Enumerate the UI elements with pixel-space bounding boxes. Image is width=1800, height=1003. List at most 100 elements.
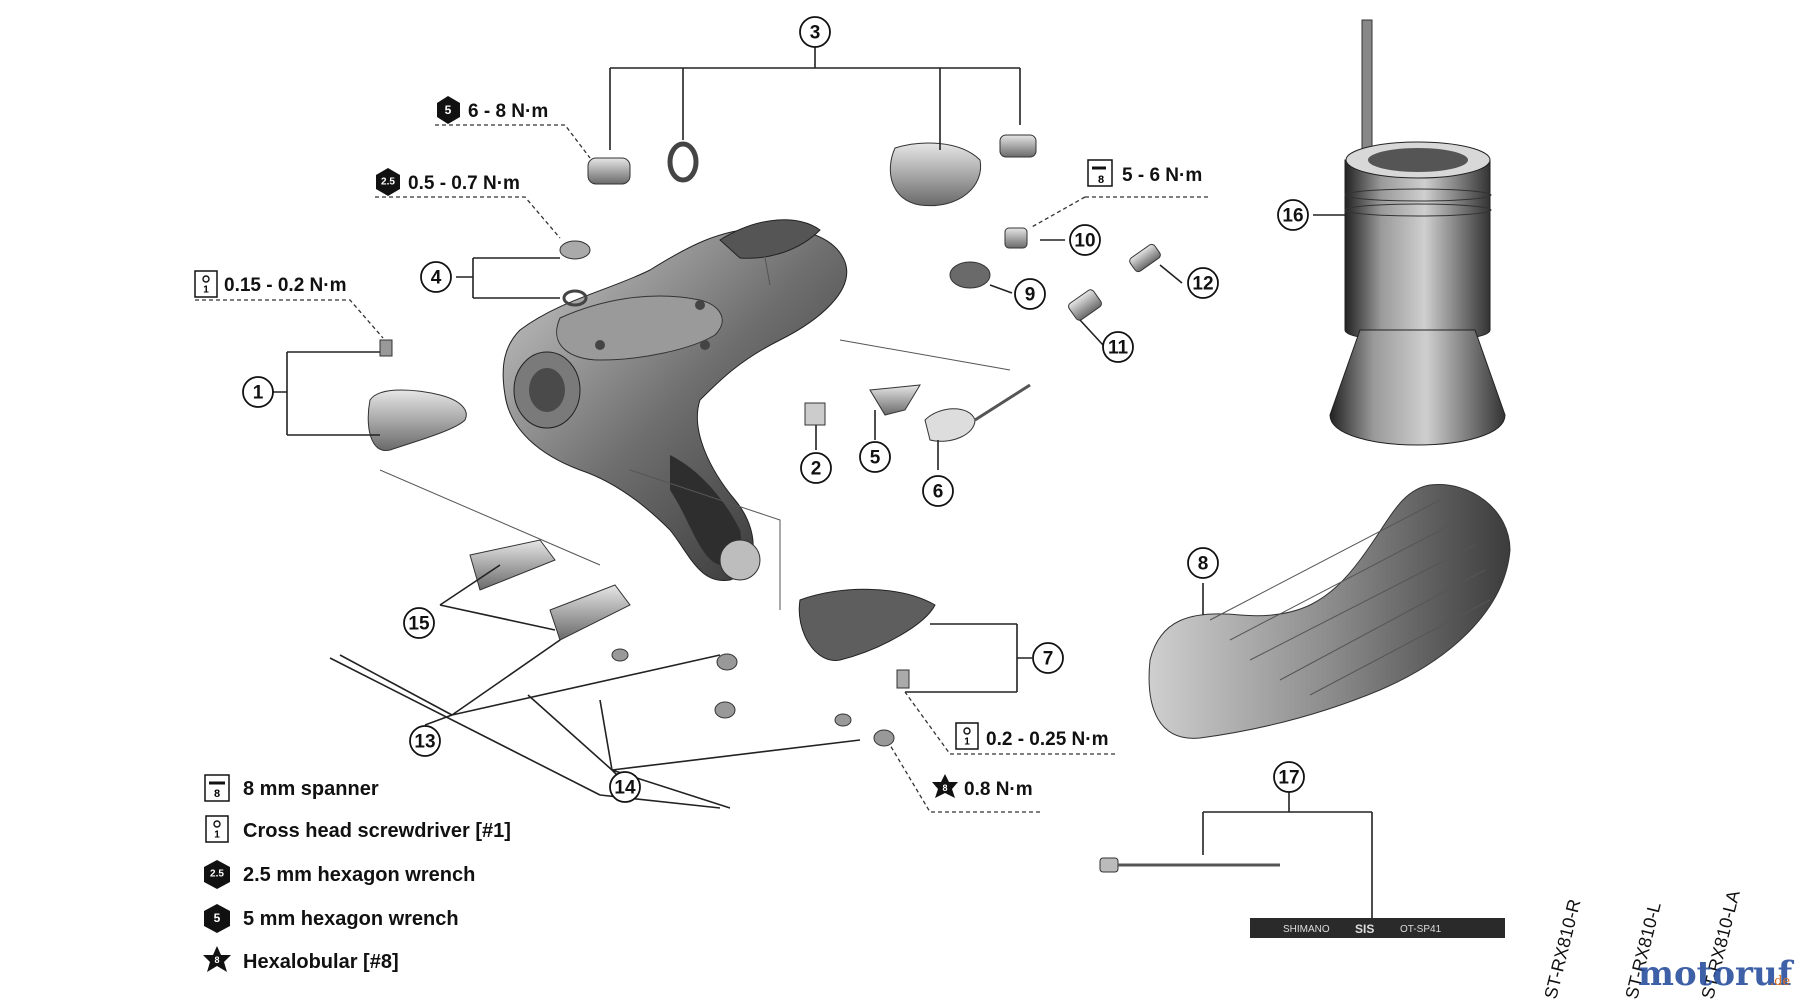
torque-label-t1: 5 6 - 8 N·m <box>437 96 548 124</box>
small-parts <box>367 134 1280 873</box>
hexalobular-icon <box>203 946 231 972</box>
callout-number: 2 <box>811 459 822 480</box>
torque-label-t2: 2.5 0.5 - 0.7 N·m <box>376 168 520 196</box>
callout-circle <box>1102 331 1134 363</box>
funnel-part-16 <box>1329 19 1506 446</box>
model-label: ST-RX810-R <box>1540 897 1584 1001</box>
callout-circle <box>799 16 831 48</box>
callout-5: 5 <box>859 441 891 473</box>
svg-text:1: 1 <box>203 285 209 296</box>
leader-lines <box>272 45 1373 918</box>
svg-text:8: 8 <box>1098 174 1104 186</box>
callout-number: 7 <box>1043 649 1054 670</box>
watermark-text: motoruf <box>1638 954 1795 994</box>
hex-wrench-icon <box>204 904 230 933</box>
callout-1: 1 <box>242 376 274 408</box>
hood-cover-part-8 <box>1148 483 1511 739</box>
torque-value: 0.2 - 0.25 N·m <box>986 729 1109 750</box>
callout-number: 1 <box>253 383 264 404</box>
callout-circle <box>409 725 441 757</box>
callout-circle <box>1273 761 1305 793</box>
cable-code: OT-SP41 <box>1400 924 1442 935</box>
callout-13: 13 <box>409 725 441 757</box>
legend-item-hex-5: 5 5 mm hexagon wrench <box>204 904 459 933</box>
callout-circle <box>242 376 274 408</box>
callout-circle <box>800 452 832 484</box>
callout-10: 10 <box>1069 224 1101 256</box>
callout-7: 7 <box>1032 642 1064 674</box>
torque-value: 0.5 - 0.7 N·m <box>408 173 520 194</box>
spanner-icon <box>204 774 230 802</box>
svg-text:8: 8 <box>942 783 947 793</box>
callout-11: 11 <box>1102 331 1134 363</box>
cable-sis: SIS <box>1355 922 1374 936</box>
callout-number: 11 <box>1108 338 1129 359</box>
svg-text:Hexalobular [#8]: Hexalobular [#8] <box>243 951 399 973</box>
screwdriver-icon <box>955 722 979 750</box>
callout-circle <box>1187 547 1219 579</box>
svg-text:2.5: 2.5 <box>381 177 395 188</box>
svg-text:2.5 mm hexagon wrench: 2.5 mm hexagon wrench <box>243 864 475 886</box>
torque-value: 0.15 - 0.2 N·m <box>224 275 347 296</box>
callout-circle <box>1277 199 1309 231</box>
hexalobular-icon <box>932 774 958 798</box>
legend-item-screwdriver: 1 Cross head screwdriver [#1] <box>205 815 511 843</box>
torque-label-t4: 1 0.15 - 0.2 N·m <box>194 270 347 298</box>
callout-number: 4 <box>431 268 442 289</box>
callout-number: 5 <box>870 448 881 469</box>
hex-wrench-icon <box>204 860 230 889</box>
callout-circle <box>1032 642 1064 674</box>
callout-number: 16 <box>1282 206 1303 227</box>
callout-circle <box>403 607 435 639</box>
callout-15: 15 <box>403 607 435 639</box>
svg-text:8: 8 <box>214 955 219 965</box>
watermark-suffix: .de <box>1770 974 1790 989</box>
legend-item-spanner: 8 8 mm spanner <box>204 774 379 802</box>
svg-text:2.5: 2.5 <box>210 869 224 880</box>
torque-value: 0.8 N·m <box>964 779 1033 800</box>
callout-circle <box>1069 224 1101 256</box>
torque-value: 6 - 8 N·m <box>468 101 548 122</box>
watermark-logo: motoruf .de <box>1638 954 1795 994</box>
callout-number: 17 <box>1278 768 1299 789</box>
callout-3: 3 <box>799 16 831 48</box>
callout-circle <box>420 261 452 293</box>
legend-item-hexalobular: 8 Hexalobular [#8] <box>203 946 399 973</box>
screwdriver-icon <box>205 815 229 843</box>
svg-text:8 mm spanner: 8 mm spanner <box>243 778 379 800</box>
callout-circle <box>1187 267 1219 299</box>
legend-item-hex-2-5: 2.5 2.5 mm hexagon wrench <box>204 860 475 889</box>
screwdriver-icon <box>194 270 218 298</box>
callout-6: 6 <box>922 475 954 507</box>
callout-17: 17 <box>1273 761 1305 793</box>
svg-text:5: 5 <box>214 911 221 925</box>
callout-circle <box>1014 278 1046 310</box>
svg-text:8: 8 <box>214 788 220 800</box>
svg-text:1: 1 <box>214 830 220 841</box>
svg-text:5 mm hexagon wrench: 5 mm hexagon wrench <box>243 908 459 930</box>
callout-circle <box>859 441 891 473</box>
callout-number: 12 <box>1192 274 1213 295</box>
callout-number: 6 <box>933 482 944 503</box>
cable-housing-part-17: SHIMANO SIS OT-SP41 <box>1250 918 1505 938</box>
callout-number: 15 <box>408 614 430 635</box>
callout-8: 8 <box>1187 547 1219 579</box>
torque-value: 5 - 6 N·m <box>1122 165 1202 186</box>
torque-label-t6: 8 0.8 N·m <box>932 774 1033 800</box>
callout-number: 10 <box>1074 231 1095 252</box>
torque-label-t3: 8 5 - 6 N·m <box>1087 159 1202 187</box>
shift-lever-body <box>502 219 848 581</box>
callout-number: 13 <box>414 732 435 753</box>
callout-12: 12 <box>1187 267 1219 299</box>
callout-4: 4 <box>420 261 452 293</box>
svg-text:Cross head screwdriver [#1]: Cross head screwdriver [#1] <box>243 820 511 842</box>
callout-circle <box>609 771 641 803</box>
callout-2: 2 <box>800 452 832 484</box>
cable-brand: SHIMANO <box>1283 924 1330 935</box>
svg-text:1: 1 <box>964 737 970 748</box>
callout-14: 14 <box>609 771 641 803</box>
torque-label-t5: 1 0.2 - 0.25 N·m <box>955 722 1109 750</box>
callout-circle <box>922 475 954 507</box>
